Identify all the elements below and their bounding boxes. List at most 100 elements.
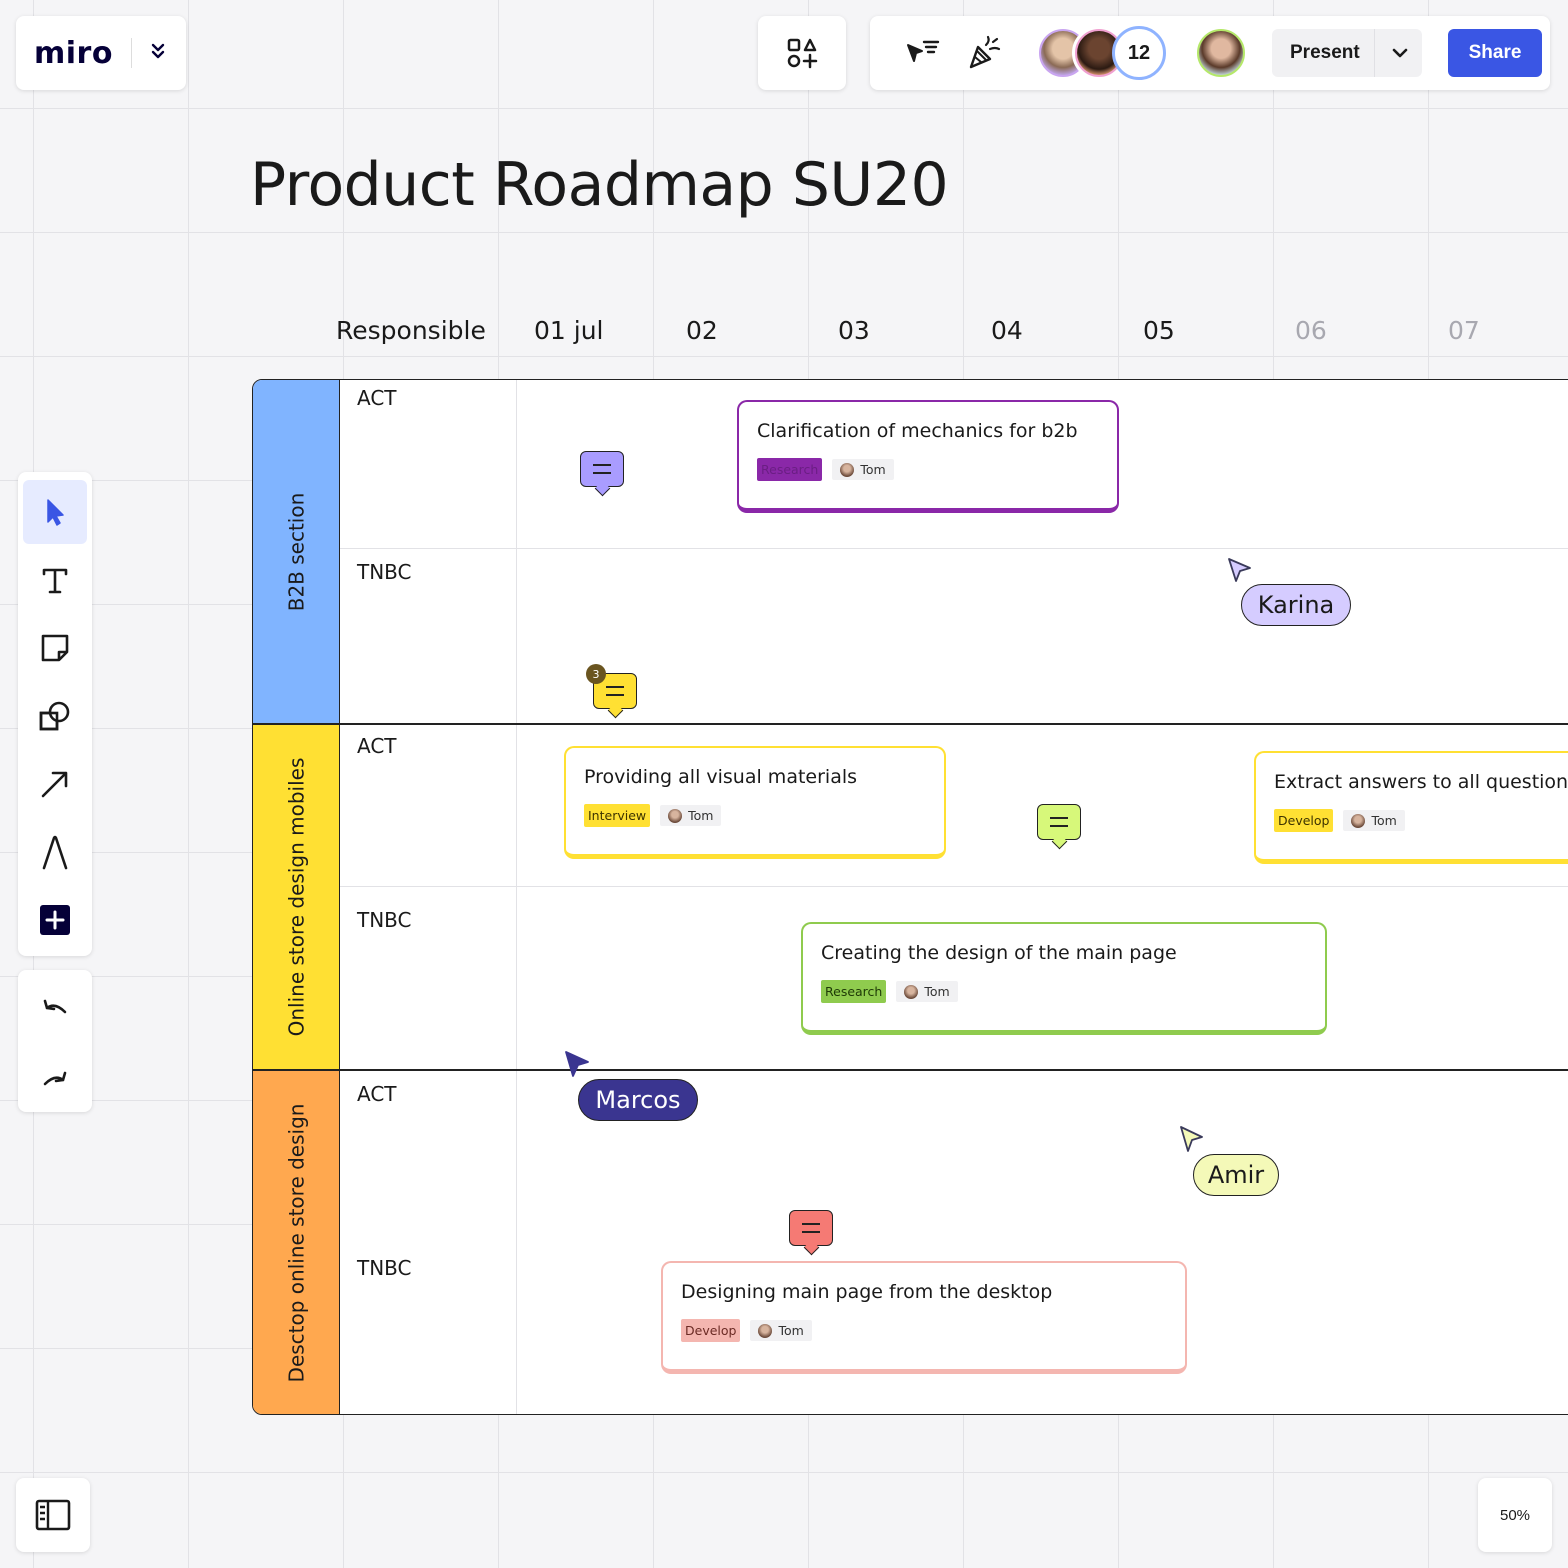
task-card[interactable]: Extract answers to all questions f Devel… xyxy=(1254,751,1568,864)
shapes-tool[interactable] xyxy=(23,684,87,748)
undo-icon[interactable] xyxy=(23,980,87,1044)
section-divider xyxy=(253,723,1568,725)
tag-develop[interactable]: Develop xyxy=(1274,809,1334,832)
responsible-label: TNBC xyxy=(357,560,412,584)
frames-panel-button[interactable] xyxy=(16,1478,90,1552)
responsible-label: ACT xyxy=(357,386,397,410)
tag-interview[interactable]: Interview xyxy=(584,804,651,827)
card-title: Creating the design of the main page xyxy=(821,942,1177,964)
card-meta: Research Tom xyxy=(757,458,1099,481)
share-button[interactable]: Share xyxy=(1448,29,1542,77)
collaborator-count[interactable]: 12 xyxy=(1112,26,1166,80)
celebrate-icon[interactable] xyxy=(960,29,1008,77)
collaboration-panel: 12 Present Share xyxy=(870,16,1550,90)
board-title[interactable]: Product Roadmap SU20 xyxy=(250,150,949,220)
column-header: Responsible xyxy=(336,316,486,345)
assignee-chip[interactable]: Tom xyxy=(832,459,894,480)
card-meta: Develop Tom xyxy=(681,1319,1167,1342)
collaborators[interactable]: 12 xyxy=(1036,26,1248,80)
redo-icon[interactable] xyxy=(23,1048,87,1112)
column-header: 04 xyxy=(991,316,1023,345)
current-user-avatar[interactable] xyxy=(1194,26,1248,80)
comment-icon[interactable] xyxy=(789,1210,833,1246)
column-header: 02 xyxy=(686,316,718,345)
avatar xyxy=(668,808,683,823)
responsible-label: ACT xyxy=(357,1082,397,1106)
tag-develop[interactable]: Develop xyxy=(681,1319,741,1342)
assignee-chip[interactable]: Tom xyxy=(1343,810,1405,831)
section-b2b[interactable]: B2B section xyxy=(253,380,340,724)
task-card[interactable]: Designing main page from the desktop Dev… xyxy=(661,1261,1187,1374)
responsible-column xyxy=(340,380,517,1414)
column-header: 06 xyxy=(1295,316,1327,345)
more-tools-plus-icon[interactable] xyxy=(23,888,87,952)
present-label: Present xyxy=(1290,42,1360,63)
chevron-down-icon[interactable] xyxy=(1390,41,1410,71)
board-menu-chevron-icon[interactable] xyxy=(150,42,166,65)
select-tool[interactable] xyxy=(23,480,87,544)
miro-logo[interactable]: miro xyxy=(34,35,113,71)
comment-count-badge: 3 xyxy=(586,664,606,684)
task-card[interactable]: Creating the design of the main page Res… xyxy=(801,922,1327,1035)
avatar xyxy=(904,984,919,999)
assignee-name: Tom xyxy=(924,984,950,999)
card-title: Designing main page from the desktop xyxy=(681,1281,1053,1303)
avatar xyxy=(1351,813,1366,828)
card-meta: Develop Tom xyxy=(1274,809,1550,832)
tag-research[interactable]: Research xyxy=(821,980,887,1003)
responsible-label: TNBC xyxy=(357,1256,412,1280)
card-title: Providing all visual materials xyxy=(584,766,858,788)
pen-tool[interactable] xyxy=(23,820,87,884)
task-card[interactable]: Clarification of mechanics for b2b Resea… xyxy=(737,400,1119,513)
comment-icon[interactable] xyxy=(1037,804,1081,840)
section-divider xyxy=(253,1069,1568,1071)
section-label: Online store design mobiles xyxy=(284,757,308,1037)
cursor-arrow-icon xyxy=(1228,558,1251,582)
cursor-arrow-icon xyxy=(1180,1126,1203,1152)
logo-divider xyxy=(130,38,132,68)
card-meta: Interview Tom xyxy=(584,804,926,827)
assignee-chip[interactable]: Tom xyxy=(660,805,722,826)
column-header: 01 jul xyxy=(534,316,604,345)
assignee-name: Tom xyxy=(860,462,886,477)
responsible-label: TNBC xyxy=(357,908,412,932)
responsible-label: ACT xyxy=(357,734,397,758)
cursor-filter-icon[interactable] xyxy=(898,29,946,77)
zoom-level[interactable]: 50% xyxy=(1478,1478,1552,1552)
card-meta: Research Tom xyxy=(821,980,1307,1003)
tag-research[interactable]: Research xyxy=(757,458,823,481)
creation-toolbar xyxy=(18,472,92,956)
column-header: 05 xyxy=(1143,316,1175,345)
connection-line-tool[interactable] xyxy=(23,752,87,816)
task-card[interactable]: Providing all visual materials Interview… xyxy=(564,746,946,859)
section-label: Desctop online store design xyxy=(284,1103,308,1383)
section-desktop[interactable]: Desctop online store design xyxy=(253,1070,340,1414)
cursor-label-karina: Karina xyxy=(1241,584,1351,626)
assignee-chip[interactable]: Tom xyxy=(896,981,958,1002)
sticky-note-tool[interactable] xyxy=(23,616,87,680)
apps-shapes-icon[interactable] xyxy=(778,29,826,77)
card-title: Extract answers to all questions f xyxy=(1274,771,1568,793)
cursor-arrow-icon xyxy=(565,1051,589,1077)
avatar xyxy=(840,462,855,477)
present-button[interactable]: Present xyxy=(1272,29,1422,77)
section-mobile[interactable]: Online store design mobiles xyxy=(253,724,340,1070)
cursor-label-amir: Amir xyxy=(1193,1154,1279,1196)
column-header: 07 xyxy=(1448,316,1480,345)
cursor-label-marcos: Marcos xyxy=(578,1079,698,1121)
assignee-name: Tom xyxy=(1371,813,1397,828)
logo-panel: miro xyxy=(16,16,186,90)
roadmap-table: B2B section Online store design mobiles … xyxy=(252,379,1568,1415)
column-header: 03 xyxy=(838,316,870,345)
text-tool[interactable] xyxy=(23,548,87,612)
comment-icon[interactable]: 3 xyxy=(586,664,637,709)
avatar xyxy=(758,1323,773,1338)
card-title: Clarification of mechanics for b2b xyxy=(757,420,1078,442)
comment-icon[interactable] xyxy=(580,451,624,487)
apps-panel xyxy=(758,16,846,90)
assignee-name: Tom xyxy=(688,808,714,823)
section-label: B2B section xyxy=(284,492,308,612)
present-divider xyxy=(1374,29,1375,77)
assignee-chip[interactable]: Tom xyxy=(750,1320,812,1341)
sidebar-panel-icon xyxy=(35,1499,71,1531)
